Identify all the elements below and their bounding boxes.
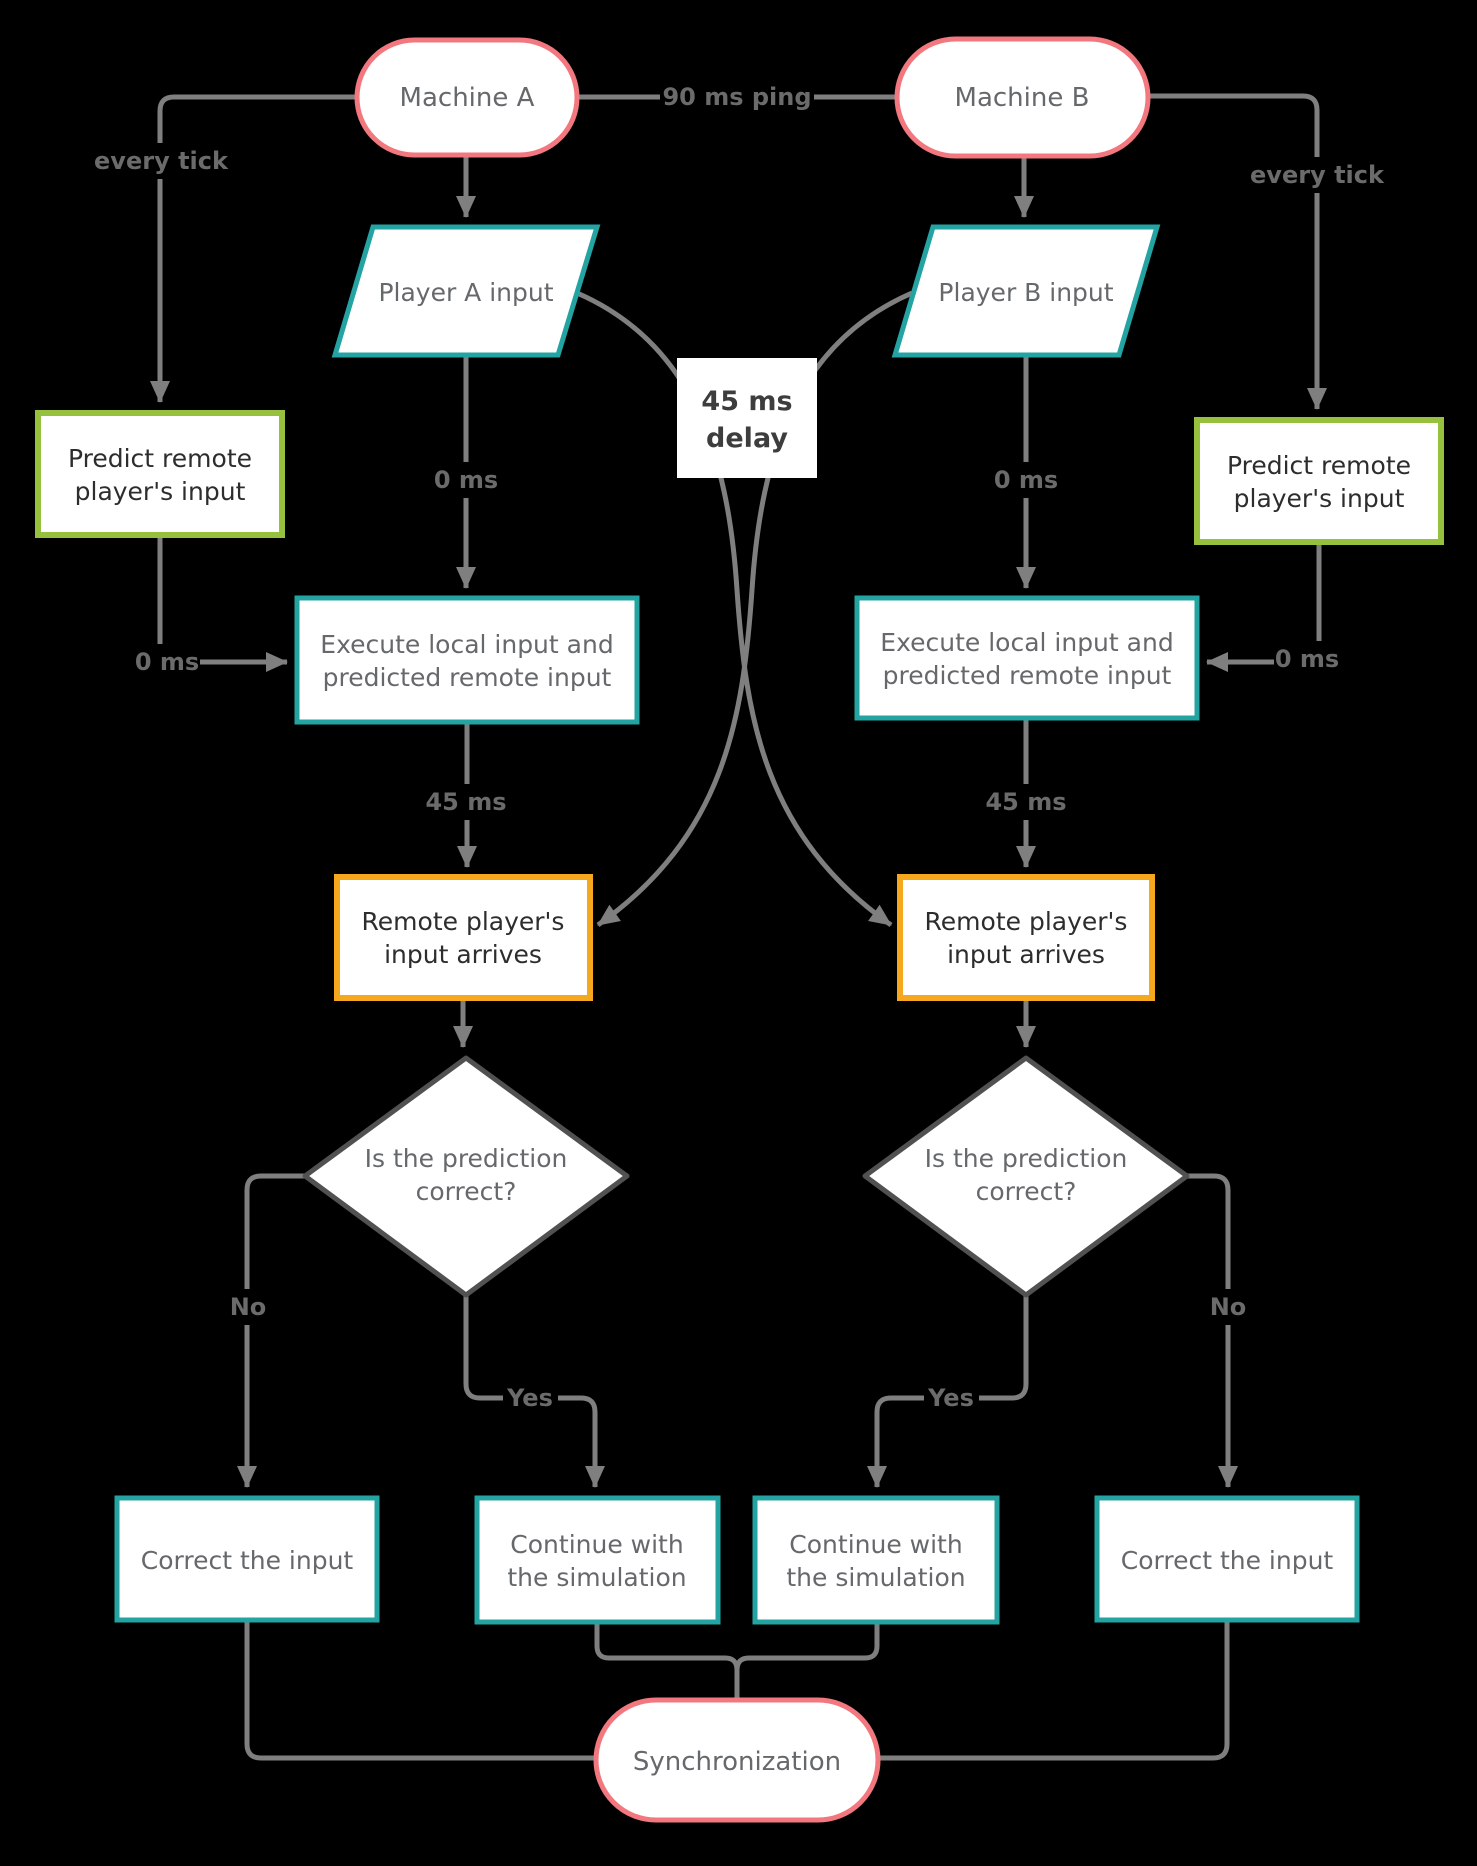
label-0ms-side-a: 0 ms (134, 644, 200, 680)
label-0ms-side-b: 0 ms (1274, 641, 1340, 677)
zero-ms-column-a-label: 0 ms (434, 466, 498, 494)
label-45ms-delay: 45 ms delay (677, 358, 817, 478)
predict-b-line2: player's input (1234, 484, 1405, 513)
zero-ms-side-b-label: 0 ms (1275, 645, 1339, 673)
node-machine-b: Machine B (894, 36, 1151, 159)
edge-cross-b-to-a (596, 290, 913, 928)
edge-predict-a-to-execute (157, 535, 288, 672)
label-yes-b: Yes (924, 1380, 979, 1416)
node-continue-b: Continue with the simulation (752, 1495, 1000, 1625)
delay-45-a-label: 45 ms (425, 788, 506, 816)
edge-machine-b-every-tick (1148, 93, 1327, 410)
edge-correct-b-to-sync (878, 1620, 1230, 1761)
node-execute-a: Execute local input and predicted remote… (294, 595, 640, 725)
continue-a-line2: the simulation (507, 1563, 686, 1592)
node-predict-b: Predict remote player's input (1194, 417, 1444, 545)
remote-a-line2: input arrives (384, 940, 542, 969)
node-remote-arrives-b: Remote player's input arrives (897, 874, 1155, 1001)
continue-b-line1: Continue with (789, 1530, 962, 1559)
label-0ms-column-b: 0 ms (993, 462, 1059, 498)
node-remote-arrives-a: Remote player's input arrives (334, 874, 593, 1001)
continue-b-line2: the simulation (786, 1563, 965, 1592)
label-0ms-column-a: 0 ms (433, 462, 499, 498)
every-tick-right-label: every tick (1250, 161, 1385, 189)
player-b-input-label: Player B input (938, 278, 1113, 307)
node-decision-b: Is the prediction correct? (862, 1055, 1190, 1298)
decision-a-line1: Is the prediction (365, 1144, 568, 1173)
edge-continue-a-to-sync (594, 1622, 740, 1699)
machine-b-label: Machine B (955, 83, 1090, 113)
remote-b-line1: Remote player's (925, 907, 1128, 936)
yes-a-label: Yes (506, 1384, 553, 1412)
every-tick-left-label: every tick (94, 147, 229, 175)
node-continue-a: Continue with the simulation (474, 1495, 721, 1625)
decision-b-line1: Is the prediction (925, 1144, 1128, 1173)
no-a-label: No (230, 1293, 267, 1321)
execute-b-line1: Execute local input and (880, 628, 1173, 657)
execute-a-line1: Execute local input and (320, 630, 613, 659)
remote-a-line1: Remote player's (362, 907, 565, 936)
edge-machine-a-every-tick (150, 94, 357, 403)
predict-b-line1: Predict remote (1227, 451, 1411, 480)
decision-b-line2: correct? (976, 1177, 1077, 1206)
edge-continue-b-to-sync (734, 1622, 880, 1671)
label-every-tick-right: every tick (1250, 157, 1385, 193)
node-correct-b: Correct the input (1094, 1495, 1360, 1623)
continue-a-line1: Continue with (510, 1530, 683, 1559)
synchronization-label: Synchronization (633, 1747, 841, 1777)
nodes: Machine A Machine B Player A input Playe… (35, 36, 1444, 1823)
execute-a-line2: predicted remote input (323, 663, 612, 692)
delay-line1: 45 ms (701, 386, 792, 417)
machine-a-label: Machine A (400, 83, 535, 113)
label-no-a: No (226, 1289, 270, 1325)
predict-a-line2: player's input (75, 477, 246, 506)
player-a-input-label: Player A input (378, 278, 553, 307)
label-yes-a: Yes (503, 1380, 558, 1416)
no-b-label: No (1210, 1293, 1247, 1321)
yes-b-label: Yes (927, 1384, 974, 1412)
node-execute-b: Execute local input and predicted remote… (854, 595, 1200, 721)
zero-ms-column-b-label: 0 ms (994, 466, 1058, 494)
edge-no-a (237, 1173, 305, 1488)
node-player-b-input: Player B input (891, 224, 1161, 358)
node-decision-a: Is the prediction correct? (302, 1055, 630, 1298)
remote-b-line2: input arrives (947, 940, 1105, 969)
correct-b-label: Correct the input (1121, 1546, 1334, 1575)
node-synchronization: Synchronization (593, 1697, 881, 1823)
ping-label: 90 ms ping (662, 83, 811, 111)
edge-no-b (1187, 1173, 1238, 1488)
delay-line2: delay (706, 423, 788, 454)
node-machine-a: Machine A (354, 37, 580, 158)
edge-labels: 90 ms ping every tick every tick 45 ms d… (94, 79, 1385, 1416)
zero-ms-side-a-label: 0 ms (135, 648, 199, 676)
node-player-a-input: Player A input (331, 224, 601, 358)
edge-cross-a-to-b (576, 290, 893, 928)
node-correct-a: Correct the input (114, 1495, 380, 1623)
label-ping: 90 ms ping (660, 79, 814, 115)
label-every-tick-left: every tick (94, 143, 229, 179)
decision-a-line2: correct? (416, 1177, 517, 1206)
execute-b-line2: predicted remote input (883, 661, 1172, 690)
label-45ms-a: 45 ms (425, 784, 507, 820)
label-45ms-b: 45 ms (985, 784, 1067, 820)
correct-a-label: Correct the input (141, 1546, 354, 1575)
label-no-b: No (1206, 1289, 1250, 1325)
node-predict-a: Predict remote player's input (35, 410, 285, 538)
predict-a-line1: Predict remote (68, 444, 252, 473)
edge-correct-a-to-sync (244, 1620, 596, 1761)
delay-45-b-label: 45 ms (985, 788, 1066, 816)
